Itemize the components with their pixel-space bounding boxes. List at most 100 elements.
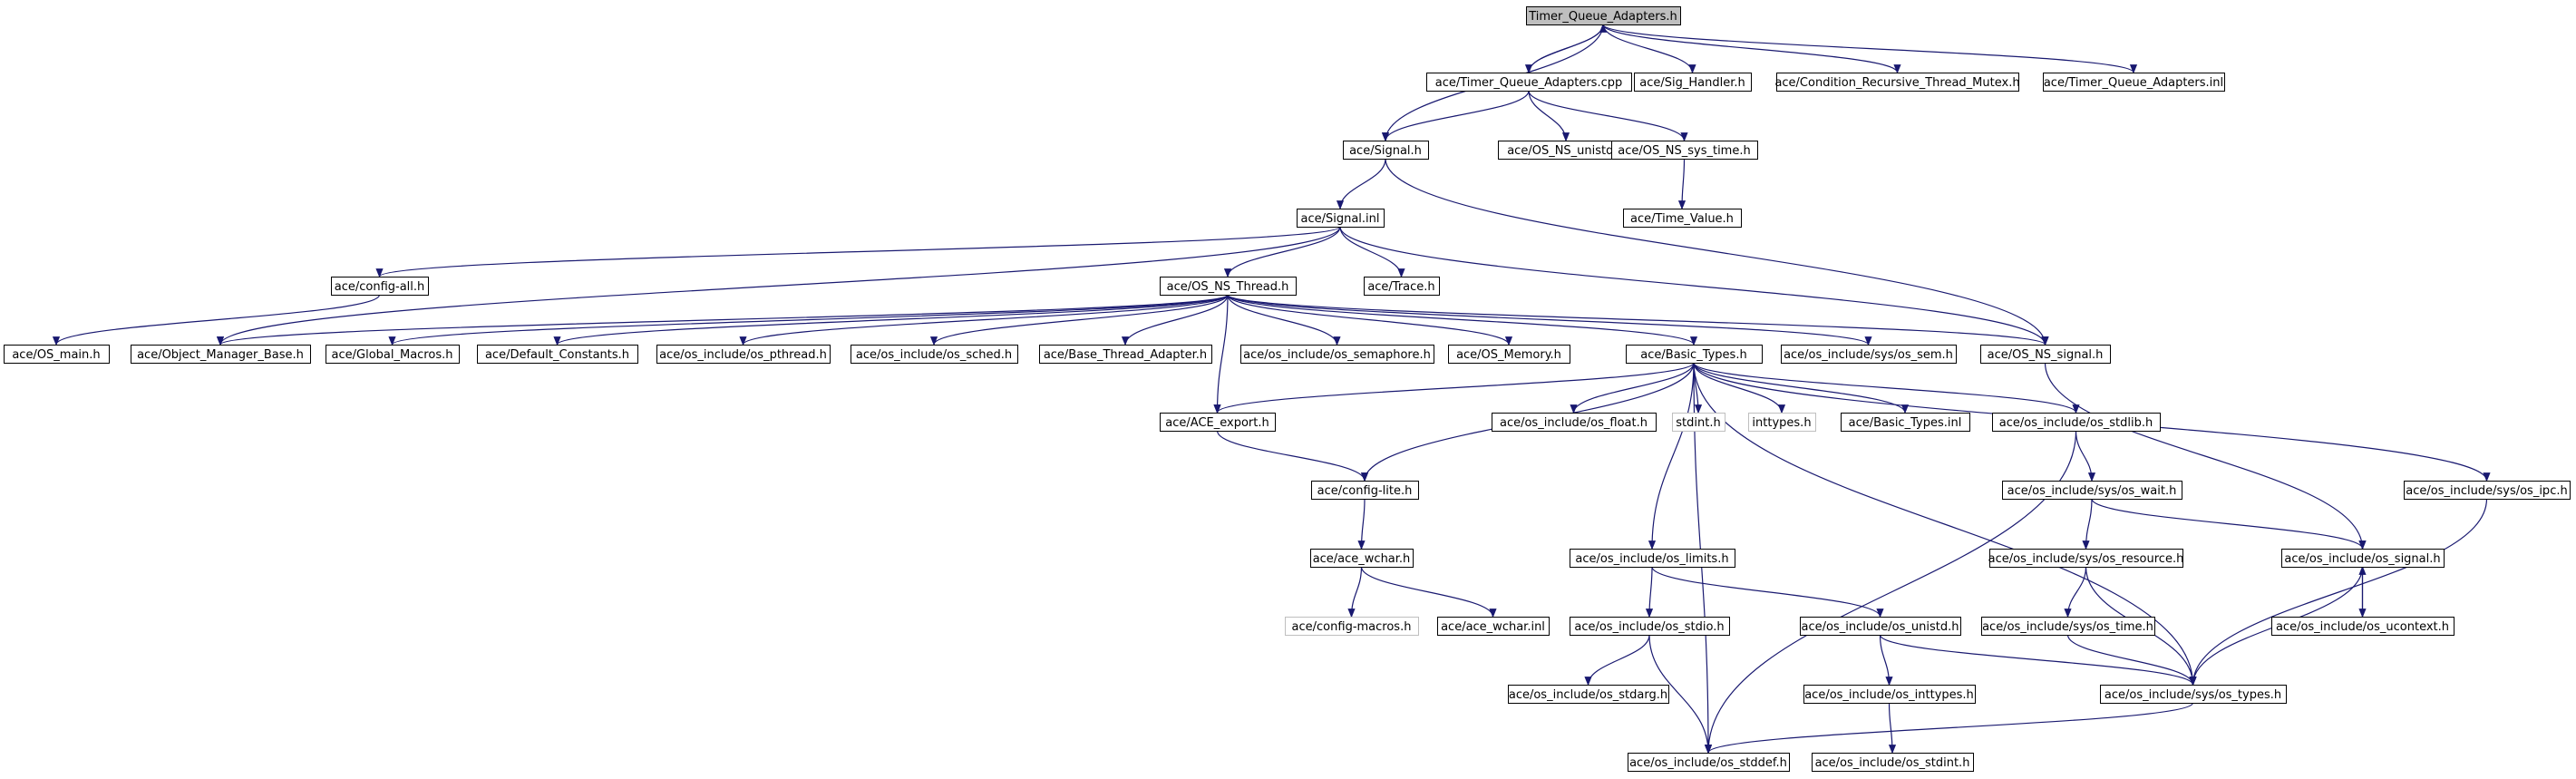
node-ace-export[interactable]: ace/ACE_export.h bbox=[1160, 413, 1276, 432]
edge-arrowhead bbox=[1704, 745, 1713, 755]
node-os-types[interactable]: ace/os_include/sys/os_types.h bbox=[2100, 685, 2287, 704]
node-box bbox=[1364, 277, 1440, 296]
node-label: ace/os_include/os_limits.h bbox=[1575, 552, 1728, 566]
node-os-stdarg[interactable]: ace/os_include/os_stdarg.h bbox=[1508, 685, 1669, 704]
edge-arrowhead bbox=[388, 336, 396, 346]
node-basic-types[interactable]: ace/Basic_Types.h bbox=[1626, 345, 1763, 364]
node-label: ace/Time_Value.h bbox=[1630, 212, 1734, 226]
node-config-lite[interactable]: ace/config-lite.h bbox=[1311, 481, 1419, 500]
node-label: ace/os_include/os_stddef.h bbox=[1629, 756, 1787, 770]
node-label: ace/ace_wchar.h bbox=[1313, 552, 1411, 566]
edge-arrowhead bbox=[1570, 404, 1578, 414]
node-os-resource[interactable]: ace/os_include/sys/os_resource.h bbox=[1988, 549, 2184, 568]
node-label: ace/Base_Thread_Adapter.h bbox=[1044, 348, 1207, 362]
node-os-ucontext[interactable]: ace/os_include/os_ucontext.h bbox=[2271, 617, 2454, 636]
node-os-ns-unistd[interactable]: ace/OS_NS_unistd.h bbox=[1498, 141, 1635, 160]
node-label: Timer_Queue_Adapters.h bbox=[1528, 10, 1677, 24]
node-config-macros[interactable]: ace/config-macros.h bbox=[1285, 617, 1419, 636]
edge-os-ns-thread-to-base-thread-adapter bbox=[1124, 294, 1229, 346]
node-os-signal[interactable]: ace/os_include/os_signal.h bbox=[2281, 549, 2445, 568]
node-inttypes[interactable]: inttypes.h bbox=[1748, 413, 1816, 432]
node-tqa-inl[interactable]: ace/Timer_Queue_Adapters.inl bbox=[2043, 73, 2225, 92]
node-default-constants[interactable]: ace/Default_Constants.h bbox=[477, 345, 638, 364]
node-box bbox=[1297, 209, 1385, 228]
node-label: ace/os_include/sys/os_wait.h bbox=[2007, 484, 2177, 498]
node-config-all[interactable]: ace/config-all.h bbox=[331, 277, 429, 296]
node-label: ace/os_include/sys/os_ipc.h bbox=[2406, 484, 2567, 498]
node-os-ns-thread[interactable]: ace/OS_NS_Thread.h bbox=[1160, 277, 1297, 296]
edge-arrowhead bbox=[1336, 200, 1345, 210]
node-box bbox=[2043, 73, 2225, 92]
node-os-memory[interactable]: ace/OS_Memory.h bbox=[1448, 345, 1570, 364]
node-crtm[interactable]: ace/Condition_Recursive_Thread_Mutex.h bbox=[1774, 73, 2020, 92]
node-os-ns-signal[interactable]: ace/OS_NS_signal.h bbox=[1980, 345, 2111, 364]
node-os-float[interactable]: ace/os_include/os_float.h bbox=[1492, 413, 1657, 432]
node-label: ace/Sig_Handler.h bbox=[1639, 76, 1745, 90]
node-os-limits[interactable]: ace/os_include/os_limits.h bbox=[1570, 549, 1735, 568]
node-os-stdio[interactable]: ace/os_include/os_stdio.h bbox=[1570, 617, 1730, 636]
node-omb[interactable]: ace/Object_Manager_Base.h bbox=[131, 345, 311, 364]
edge-arrowhead bbox=[1864, 336, 1872, 346]
node-root[interactable]: Timer_Queue_Adapters.h bbox=[1526, 6, 1681, 25]
edge-arrowhead bbox=[739, 336, 747, 346]
edge-root-to-crtm bbox=[1602, 24, 1899, 73]
edge-arrowhead bbox=[2087, 472, 2096, 482]
node-ace-wchar-inl[interactable]: ace/ace_wchar.inl bbox=[1437, 617, 1550, 636]
node-box bbox=[1311, 481, 1419, 500]
node-label: ace/OS_main.h bbox=[12, 348, 100, 362]
edge-arrowhead bbox=[2041, 336, 2049, 346]
node-os-stdlib[interactable]: ace/os_include/os_stdlib.h bbox=[1992, 413, 2161, 432]
node-stdint[interactable]: stdint.h bbox=[1672, 413, 1725, 432]
edge-arrowhead bbox=[1677, 200, 1687, 210]
edge-os-ns-thread-to-os-sem bbox=[1227, 294, 1870, 346]
node-os-stddef[interactable]: ace/os_include/os_stddef.h bbox=[1628, 753, 1790, 772]
node-sig-handler[interactable]: ace/Sig_Handler.h bbox=[1634, 73, 1752, 92]
edge-basic-types-to-os-types bbox=[1693, 362, 2194, 686]
node-os-main[interactable]: ace/OS_main.h bbox=[4, 345, 110, 364]
node-os-ipc[interactable]: ace/os_include/sys/os_ipc.h bbox=[2404, 481, 2571, 500]
node-time-value[interactable]: ace/Time_Value.h bbox=[1623, 209, 1742, 228]
node-signal-inl[interactable]: ace/Signal.inl bbox=[1297, 209, 1385, 228]
edge-os-limits-to-os-unistd bbox=[1651, 566, 1881, 618]
node-trace[interactable]: ace/Trace.h bbox=[1364, 277, 1440, 296]
edge-os-ns-thread-to-os-pthread bbox=[742, 294, 1229, 346]
node-os-wait[interactable]: ace/os_include/sys/os_wait.h bbox=[2002, 481, 2182, 500]
edge-arrowhead bbox=[1213, 404, 1221, 414]
node-basic-types-inl[interactable]: ace/Basic_Types.inl bbox=[1841, 413, 1970, 432]
node-os-inttypes[interactable]: ace/os_include/os_inttypes.h bbox=[1803, 685, 1976, 704]
node-label: ace/os_include/os_float.h bbox=[1500, 416, 1648, 430]
node-box bbox=[1039, 345, 1212, 364]
node-label: ace/os_include/os_stdint.h bbox=[1815, 756, 1970, 770]
node-os-pthread[interactable]: ace/os_include/os_pthread.h bbox=[656, 345, 831, 364]
node-box bbox=[1623, 209, 1742, 228]
node-os-ns-sys-time[interactable]: ace/OS_NS_sys_time.h bbox=[1611, 141, 1758, 160]
node-label: ace/os_include/os_sched.h bbox=[856, 348, 1012, 362]
node-os-time[interactable]: ace/os_include/sys/os_time.h bbox=[1981, 617, 2155, 636]
edge-arrowhead bbox=[2189, 677, 2197, 686]
node-label: ace/os_include/os_stdio.h bbox=[1574, 620, 1724, 634]
node-os-sched[interactable]: ace/os_include/os_sched.h bbox=[851, 345, 1018, 364]
node-label: ace/Trace.h bbox=[1367, 280, 1434, 294]
edge-os-ns-thread-to-omb bbox=[219, 294, 1229, 346]
edge-arrowhead bbox=[1347, 609, 1356, 618]
node-box bbox=[2002, 481, 2182, 500]
node-box bbox=[2404, 481, 2571, 500]
node-label: ace/Basic_Types.h bbox=[1640, 348, 1746, 362]
node-os-stdint[interactable]: ace/os_include/os_stdint.h bbox=[1812, 753, 1974, 772]
node-signal-h[interactable]: ace/Signal.h bbox=[1343, 141, 1429, 160]
node-global-macros[interactable]: ace/Global_Macros.h bbox=[326, 345, 460, 364]
node-box bbox=[1343, 141, 1429, 160]
node-label: ace/OS_NS_unistd.h bbox=[1507, 144, 1625, 158]
edge-arrowhead bbox=[2082, 540, 2090, 550]
node-base-thread-adapter[interactable]: ace/Base_Thread_Adapter.h bbox=[1039, 345, 1212, 364]
node-os-sem[interactable]: ace/os_include/sys/os_sem.h bbox=[1781, 345, 1957, 364]
edge-arrowhead bbox=[1584, 677, 1592, 686]
node-os-semaphore[interactable]: ace/os_include/os_semaphore.h bbox=[1240, 345, 1434, 364]
node-label: ace/Object_Manager_Base.h bbox=[137, 348, 304, 362]
node-box bbox=[2271, 617, 2454, 636]
node-box bbox=[1800, 617, 1961, 636]
node-os-unistd[interactable]: ace/os_include/os_unistd.h bbox=[1800, 617, 1961, 636]
node-ace-wchar[interactable]: ace/ace_wchar.h bbox=[1310, 549, 1414, 568]
node-tqa-cpp[interactable]: ace/Timer_Queue_Adapters.cpp bbox=[1426, 73, 1632, 92]
